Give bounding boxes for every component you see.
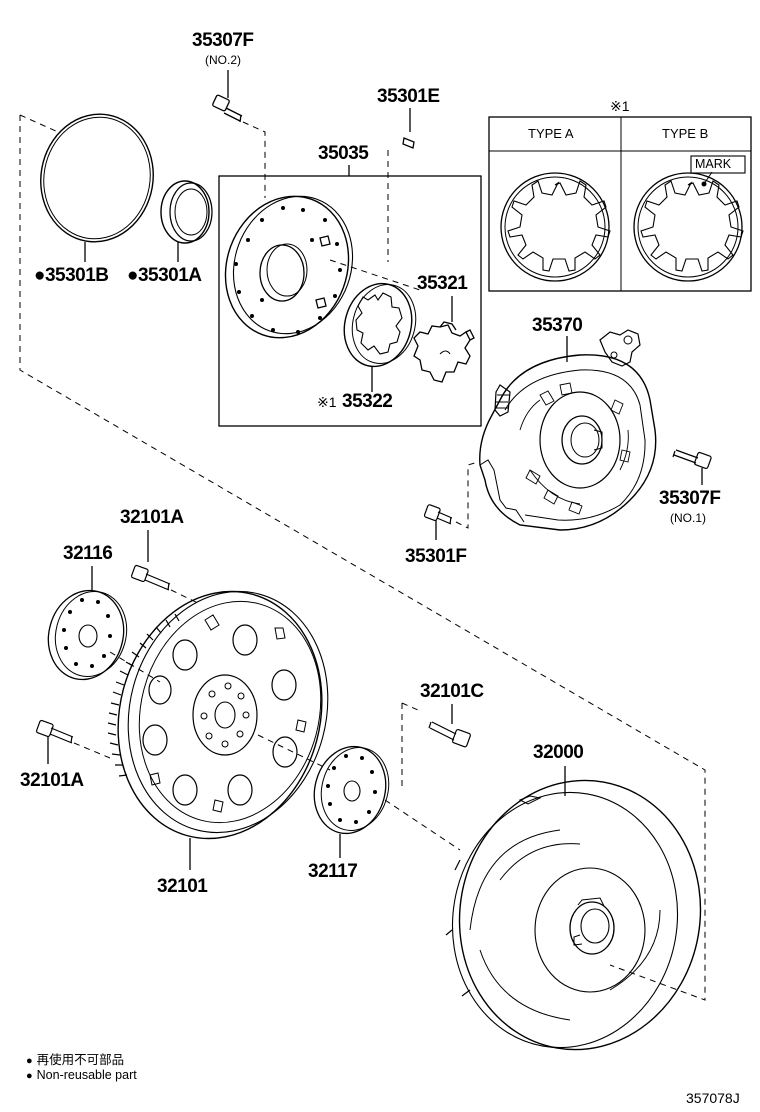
label-35301e: 35301E [377, 86, 440, 107]
label-35301a: ●35301A [127, 265, 202, 286]
legend-line2: Non-reusable part [36, 1068, 137, 1082]
pump-assembly-35370 [479, 329, 657, 531]
pin-35301e [387, 108, 415, 262]
gear-type-inset [488, 116, 752, 292]
label-35321: 35321 [417, 273, 468, 294]
drawing-code: 357078J [686, 1090, 740, 1106]
bolt-32101c [401, 702, 471, 790]
bolt-32101a-left [35, 719, 111, 764]
bolt-35307f-no1 [672, 449, 712, 485]
label-35307f-no2: 35307F [192, 30, 254, 51]
label-35307f-no1: 35307F [659, 488, 721, 509]
label-32101c: 32101C [420, 681, 484, 702]
label-35307f-no1-sub: (NO.1) [670, 511, 706, 525]
bolt-35301f [423, 461, 479, 540]
torque-converter-32000 [445, 766, 702, 1051]
pump-axis-dashed [329, 259, 421, 291]
inset-mark: MARK [695, 157, 732, 171]
spacer-plate-32117 [313, 745, 461, 858]
bolt-35307f-no2 [212, 70, 266, 198]
label-32116: 32116 [63, 543, 113, 564]
legend-japanese: ●再使用不可部品 [26, 1049, 124, 1068]
inner-gear-35321 [413, 296, 475, 383]
label-32101a-left: 32101A [20, 770, 84, 791]
inset-type-b: TYPE B [662, 126, 709, 141]
centerline-top [19, 114, 59, 133]
assembly-centerline [19, 115, 706, 1001]
label-32117: 32117 [308, 861, 358, 882]
legend-dot-icon: ● [26, 1055, 33, 1067]
label-35301b: ●35301B [34, 265, 109, 286]
label-32101: 32101 [157, 876, 208, 897]
legend-dot-icon: ● [26, 1070, 33, 1082]
legend-english: ●Non-reusable part [26, 1068, 137, 1082]
crank-axis-dashed [257, 734, 331, 771]
label-32101a-top: 32101A [120, 507, 184, 528]
label-35301f: 35301F [405, 546, 467, 567]
outer-gear-35322 [343, 282, 417, 392]
bolt-32101a-top [130, 530, 201, 605]
inset-note-mark: ※1 [610, 98, 630, 114]
pump-body-plate [224, 195, 354, 339]
label-35322: 35322 [342, 391, 393, 412]
legend-line1: 再使用不可部品 [36, 1053, 125, 1067]
oil-seal-35301a [160, 180, 213, 262]
label-35035: 35035 [318, 143, 369, 164]
label-35322-note: ※1 [317, 394, 337, 410]
label-35307f-no2-sub: (NO.2) [205, 53, 241, 67]
oil-pump-group-box [218, 165, 482, 427]
label-35370: 35370 [532, 315, 583, 336]
o-ring-35301b [40, 113, 154, 262]
drive-plate-32101 [107, 590, 329, 870]
inset-type-a: TYPE A [528, 126, 574, 141]
label-32000: 32000 [533, 742, 584, 763]
spacer-plate-32116 [47, 566, 161, 683]
